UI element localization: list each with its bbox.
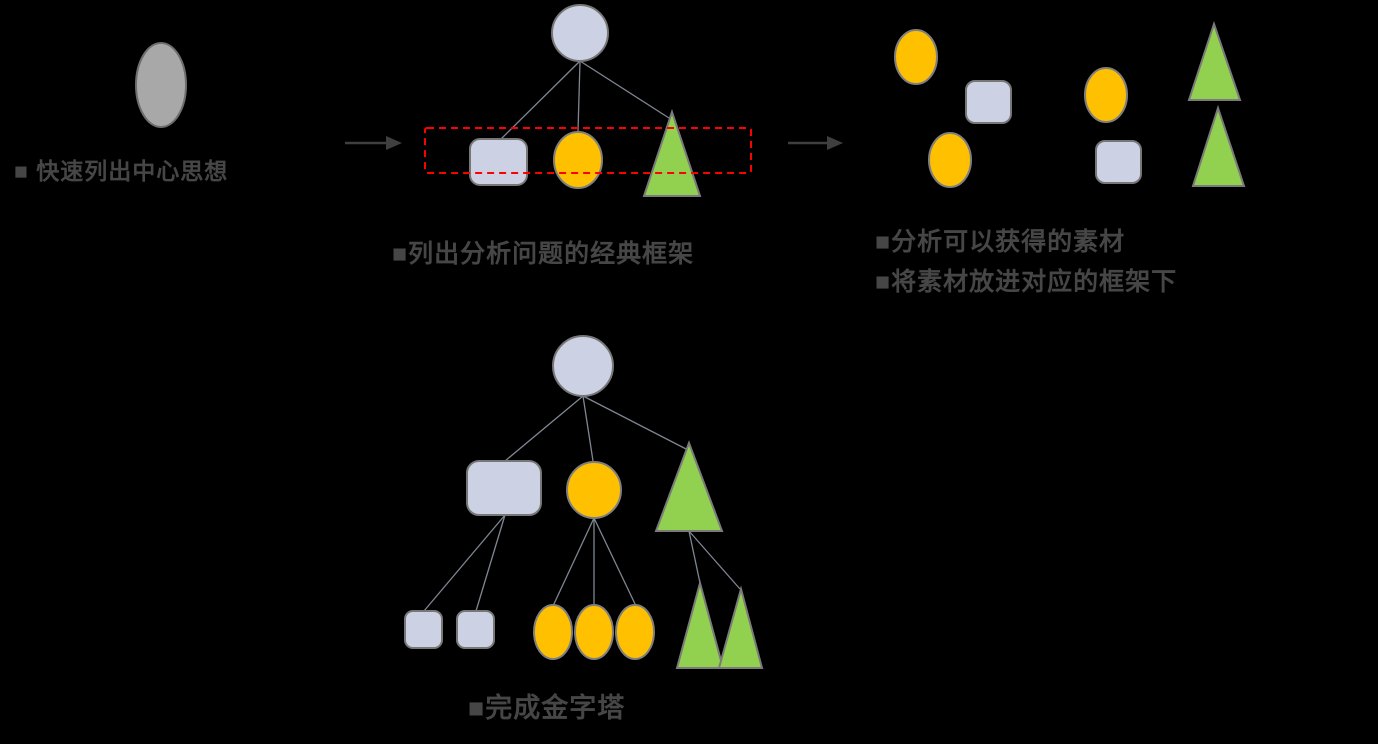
tree1-connector-left: [500, 60, 581, 140]
step3-caption-line1: ■分析可以获得的素材: [875, 228, 1126, 256]
step4-caption: ■完成金字塔: [468, 693, 626, 723]
material-ellipse-1: [894, 29, 938, 85]
tree2-connector-triangle-right: [688, 530, 741, 590]
tree2-connector-ellipse-right: [593, 517, 637, 607]
tree2-connector-triangle-left: [688, 530, 701, 584]
arrow-step1-to-step2-head: [386, 136, 402, 150]
tree2-leaf-square-2: [456, 610, 495, 649]
step1-caption: ■ 快速列出中心思想: [14, 158, 229, 184]
arrow-step2-to-step3-head: [827, 136, 843, 150]
tree2-triangle-node: [654, 440, 724, 532]
tree1-connector-middle: [577, 60, 581, 133]
material-ellipse-2: [928, 132, 972, 188]
tree2-leaf-ellipse-1: [533, 604, 573, 660]
tree1-connector-right: [579, 60, 670, 119]
tree2-connector-root-middle: [582, 395, 594, 462]
tree1-square-node: [469, 138, 528, 186]
tree2-connector-rect-right: [475, 514, 506, 612]
tree2-leaf-square-1: [404, 610, 443, 649]
material-triangle-1: [1187, 20, 1242, 101]
tree2-connector-ellipse-left: [552, 517, 595, 607]
tree2-leaf-triangle-2: [717, 585, 764, 669]
tree2-rect-node: [466, 460, 542, 516]
material-triangle-2: [1191, 104, 1246, 187]
material-ellipse-3: [1084, 67, 1128, 123]
tree2-leaf-ellipse-3: [615, 604, 655, 660]
tree1-root-circle: [551, 4, 609, 62]
central-idea-ellipse: [135, 42, 187, 128]
tree2-connector-root-right: [582, 395, 689, 451]
tree2-leaf-ellipse-2: [574, 604, 614, 660]
step2-caption: ■列出分析问题的经典框架: [392, 240, 695, 268]
material-square-2: [1095, 140, 1142, 184]
tree2-leaf-triangle-1: [675, 579, 725, 669]
tree2-connector-rect-left: [423, 514, 506, 612]
framework-highlight-dashed-box: [424, 127, 752, 174]
tree1-triangle-node: [642, 108, 702, 197]
tree2-ellipse-node: [566, 461, 622, 519]
material-square-1: [965, 80, 1012, 124]
tree2-root-circle: [552, 335, 614, 397]
step3-caption-line2: ■将素材放进对应的框架下: [875, 268, 1178, 296]
tree1-ellipse-node: [553, 131, 603, 189]
tree2-connector-root-left: [504, 395, 584, 462]
